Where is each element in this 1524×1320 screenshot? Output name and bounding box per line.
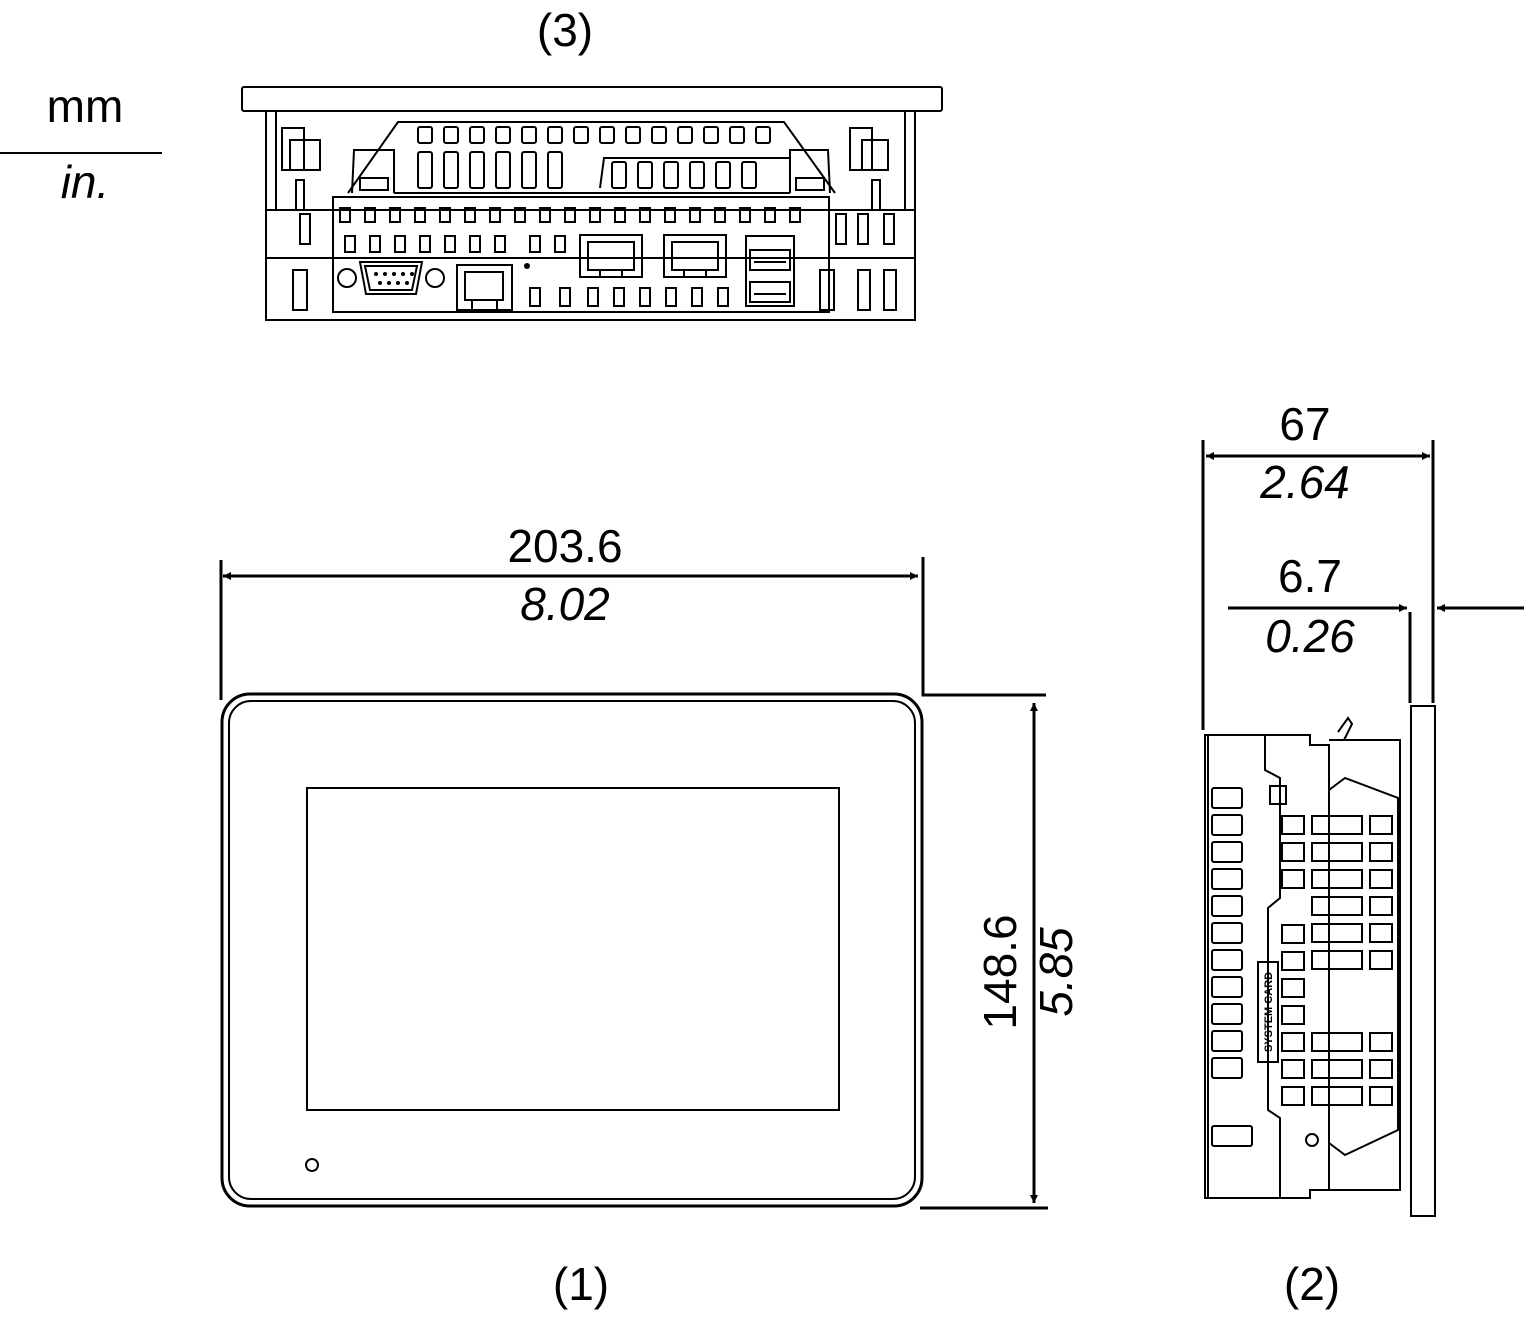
- top-view: (3): [241, 4, 943, 321]
- display-screen: [306, 787, 840, 1111]
- side-view: SYSTEM CARD 67 2.64 6.7 0.26 (2): [1201, 398, 1524, 1310]
- unit-mm-label: mm: [47, 80, 124, 132]
- units-legend: mm in.: [0, 80, 162, 208]
- front-bezel-outer: [220, 692, 924, 1208]
- ethernet-port-3: [663, 234, 727, 278]
- width-dimension: 203.6 8.02: [219, 520, 1046, 700]
- front-view-label: (1): [553, 1258, 609, 1310]
- unit-inch-label: in.: [61, 156, 110, 208]
- front-bezel-inner: [228, 700, 916, 1200]
- side-vents-left: [1211, 787, 1253, 1147]
- top-vent-lower-row: [417, 151, 790, 189]
- usb-ports: [745, 235, 795, 307]
- width-in-label: 8.02: [520, 578, 610, 630]
- top-vent-housing: [347, 121, 836, 194]
- top-connector-panel: [332, 196, 830, 313]
- top-panel-slots: [339, 207, 801, 307]
- bezel-in-label: 0.26: [1265, 610, 1355, 662]
- status-led: [524, 263, 530, 269]
- top-body-outline: [265, 111, 916, 321]
- top-mounting-clip-right: [849, 127, 889, 211]
- side-bezel: [1410, 705, 1436, 1217]
- side-vents-right: [1311, 815, 1393, 1106]
- ethernet-port-1: [456, 264, 513, 311]
- bezel-mm-label: 6.7: [1278, 550, 1342, 602]
- system-card-slot: [1257, 961, 1279, 1063]
- top-view-label: (3): [537, 4, 593, 56]
- power-led: [305, 1158, 319, 1172]
- depth-dimension: 67 2.64: [1201, 398, 1435, 730]
- side-vents-middle: [1269, 785, 1305, 1106]
- width-mm-label: 203.6: [507, 520, 622, 572]
- depth-in-label: 2.64: [1259, 456, 1350, 508]
- height-mm-label: 148.6: [974, 914, 1026, 1029]
- top-bezel: [241, 86, 943, 112]
- serial-port: [337, 261, 445, 295]
- front-view: 203.6 8.02 148.6 5.85 (1): [219, 520, 1082, 1310]
- height-dimension: 148.6 5.85: [920, 703, 1082, 1210]
- ethernet-port-2: [579, 234, 643, 278]
- depth-mm-label: 67: [1279, 398, 1330, 450]
- side-body-outline: [1204, 734, 1330, 1199]
- height-in-label: 5.85: [1030, 927, 1082, 1017]
- side-view-label: (2): [1284, 1258, 1340, 1310]
- system-card-text: SYSTEM CARD: [1263, 972, 1275, 1052]
- top-vent-upper-row: [417, 126, 771, 144]
- bezel-dimension: 6.7 0.26: [1228, 550, 1524, 662]
- top-mounting-clip-left: [281, 127, 321, 211]
